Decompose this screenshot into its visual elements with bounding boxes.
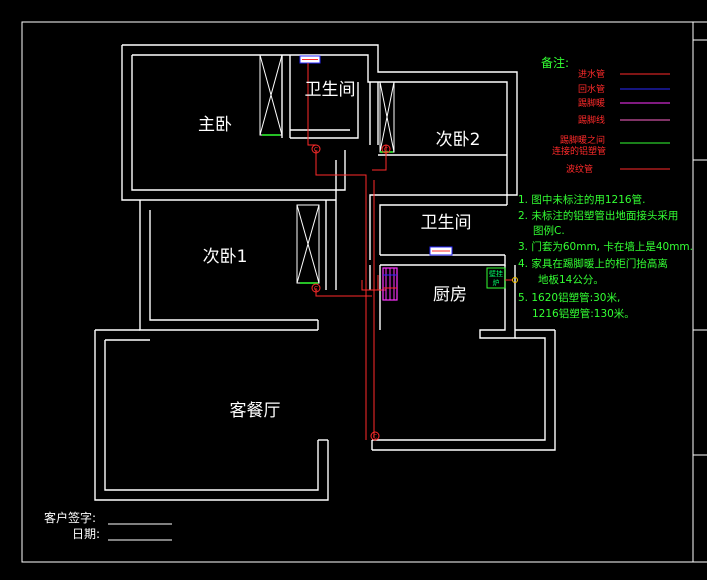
notes: 1. 图中未标注的用1216管. 2. 未标注的铝塑管出地面接头采用 图例C. … — [518, 193, 693, 320]
legend: 备注: 进水管 回水管 踢脚暖 踢脚线 踢脚暖之间 连接的铝塑管 波纹管 — [541, 55, 670, 175]
svg-text:踢脚暖之间: 踢脚暖之间 — [560, 134, 605, 146]
legend-item-baseboard-heating: 踢脚暖 — [578, 97, 670, 109]
room-master-bedroom: 主卧 — [198, 115, 232, 135]
valve-living: C — [370, 431, 380, 441]
towel-radiator-top — [299, 55, 321, 64]
wall-hung-boiler: 壁挂 炉 — [486, 267, 512, 289]
green-baseboard-heaters — [262, 134, 393, 284]
svg-text:连接的铝塑管: 连接的铝塑管 — [552, 145, 606, 157]
room-bathroom-top: 卫生间 — [305, 80, 356, 100]
svg-text:踢脚暖: 踢脚暖 — [578, 97, 605, 109]
svg-text:进水管: 进水管 — [578, 68, 605, 80]
wardrobe-master — [259, 54, 283, 136]
legend-item-return: 回水管 — [578, 83, 670, 95]
note-5: 5. 1620铝塑管:30米, — [518, 291, 620, 304]
signature-block: 客户签字: 日期: — [44, 510, 172, 541]
customer-signature-label: 客户签字: — [44, 510, 96, 525]
drawing-frame — [21, 21, 707, 563]
legend-item-supply: 进水管 — [578, 68, 670, 80]
title-block-marks — [693, 39, 707, 456]
note-5-cont: 1216铝塑管:130米。 — [532, 307, 635, 320]
wardrobe-bedroom-1 — [296, 204, 320, 284]
note-pointer — [512, 277, 518, 283]
svg-text:C: C — [373, 434, 377, 441]
note-3: 3. 门套为60mm, 卡在墙上是40mm. — [518, 240, 693, 253]
valve-bedroom-1: C — [311, 283, 321, 293]
supply-pipes — [307, 63, 387, 440]
svg-text:炉: 炉 — [493, 278, 500, 287]
manifold — [382, 267, 398, 301]
towel-radiator-mid — [429, 246, 453, 256]
room-bathroom-mid: 卫生间 — [421, 213, 472, 233]
room-living-dining: 客餐厅 — [230, 401, 281, 421]
svg-text:波纹管: 波纹管 — [566, 163, 593, 175]
note-1: 1. 图中未标注的用1216管. — [518, 193, 645, 206]
svg-text:壁挂: 壁挂 — [489, 269, 503, 278]
svg-text:C: C — [314, 147, 318, 154]
date-label: 日期: — [72, 527, 100, 541]
pipe-valves: C C C C — [311, 144, 391, 441]
legend-item-corrugated-pipe: 波纹管 — [566, 163, 670, 175]
note-4-cont: 地板14公分。 — [538, 273, 604, 286]
legend-item-baseboard-line: 踢脚线 — [578, 114, 670, 126]
room-kitchen: 厨房 — [433, 285, 467, 305]
room-second-bedroom-2: 次卧2 — [436, 130, 481, 150]
valve-bedroom-2: C — [381, 144, 391, 154]
walls — [94, 44, 556, 501]
svg-text:C: C — [314, 286, 318, 293]
note-4: 4. 家具在踢脚暖上的柜门抬高离 — [518, 257, 668, 270]
svg-text:回水管: 回水管 — [578, 83, 605, 95]
svg-text:C: C — [384, 147, 388, 154]
wardrobe-bedroom-2 — [379, 81, 395, 153]
legend-title: 备注: — [541, 55, 569, 70]
legend-item-connecting-pipe: 踢脚暖之间 连接的铝塑管 — [552, 134, 670, 157]
note-2: 2. 未标注的铝塑管出地面接头采用 — [518, 209, 678, 222]
note-2-cont: 图例C. — [533, 224, 565, 237]
svg-text:踢脚线: 踢脚线 — [578, 114, 605, 126]
room-second-bedroom-1: 次卧1 — [203, 247, 248, 267]
valve-bath-top: C — [311, 144, 321, 154]
